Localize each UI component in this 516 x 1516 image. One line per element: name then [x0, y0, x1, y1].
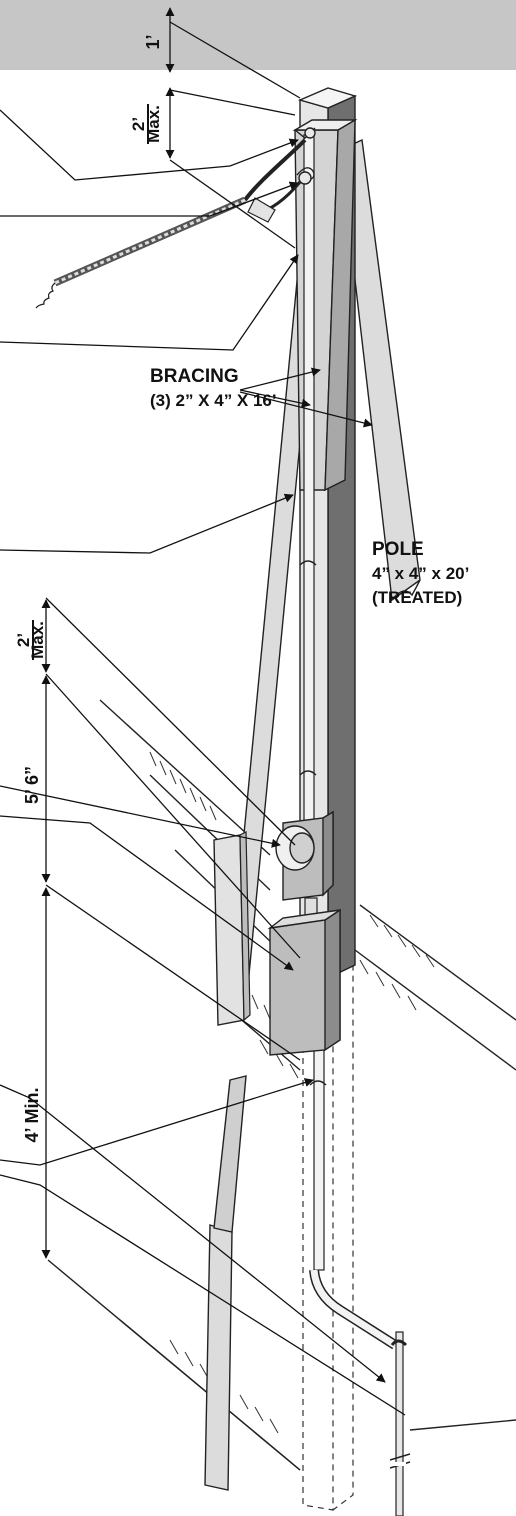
brace-left-long — [204, 249, 319, 1491]
dim-hook-divider — [147, 104, 149, 144]
dim-meter-divider — [32, 620, 34, 660]
ground-rod — [389, 1331, 411, 1516]
ground-lines — [47, 699, 516, 1471]
brace-board-lower-face — [239, 831, 251, 1022]
leader-lines — [0, 21, 406, 1416]
dim-top-clearance: 1’ — [143, 34, 163, 49]
dim-meter-max-word: Max. — [28, 621, 47, 659]
service-panel — [267, 908, 341, 1056]
brace-board-lower — [213, 834, 245, 1026]
dim-meter-max-number: 2’ — [14, 633, 33, 647]
pole-title: POLE — [372, 539, 424, 560]
pole-top — [297, 87, 358, 109]
meter-socket — [275, 810, 334, 901]
ground-hatching — [149, 751, 435, 1434]
bracing-spec: (3) 2” X 4” X 16’ — [150, 391, 277, 410]
bracing-title: BRACING — [150, 366, 239, 387]
pole-note: (TREATED) — [372, 588, 462, 607]
header-band — [0, 0, 516, 70]
dim-hook-max-word: Max. — [144, 105, 163, 143]
dim-meter-height: 5’ 6” — [22, 766, 42, 804]
dim-burial-depth: 4’ Min. — [22, 1087, 42, 1142]
dim-hook-max-number: 2’ — [129, 117, 148, 131]
service-drop — [35, 127, 316, 309]
label-arrows — [239, 367, 373, 428]
pole-spec: 4” x 4” x 20’ — [372, 564, 469, 583]
dimension-lines — [41, 7, 175, 1259]
